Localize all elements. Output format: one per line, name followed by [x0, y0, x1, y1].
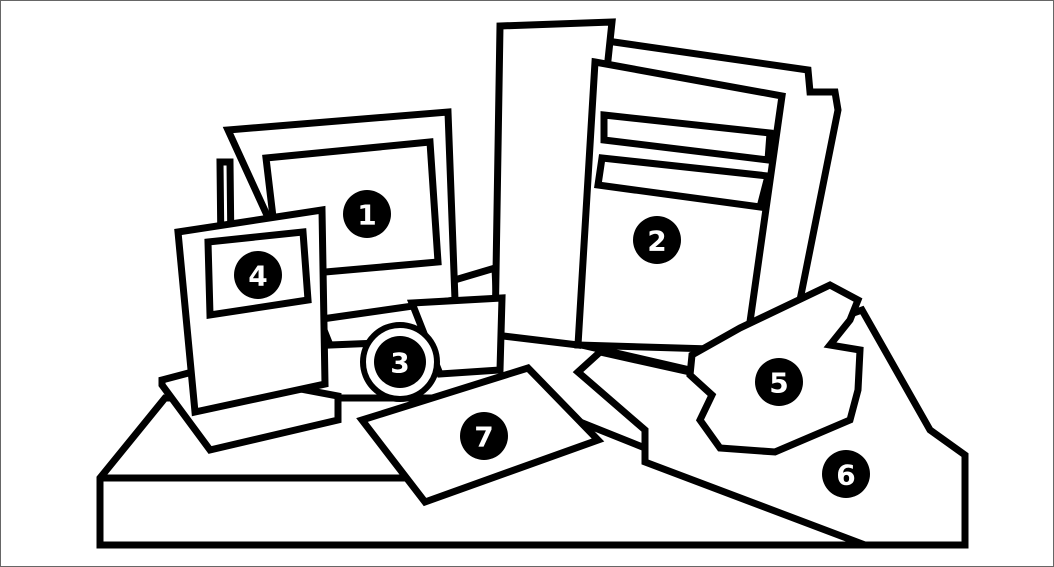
standing-display — [162, 210, 338, 450]
callout-2: 2 — [633, 216, 681, 264]
callout-7: 7 — [460, 412, 508, 460]
callout-3-label: 3 — [390, 347, 409, 380]
callout-2-label: 2 — [647, 225, 666, 258]
callout-7-label: 7 — [474, 421, 493, 454]
callout-4-label: 4 — [248, 260, 267, 293]
callout-5: 5 — [755, 358, 803, 406]
callout-1: 1 — [343, 190, 391, 238]
callout-4: 4 — [234, 251, 282, 299]
callout-6: 6 — [822, 450, 870, 498]
callout-1-label: 1 — [357, 199, 376, 232]
callout-5-label: 5 — [769, 367, 788, 400]
callout-3: 3 — [390, 347, 409, 380]
callout-6-label: 6 — [836, 459, 855, 492]
